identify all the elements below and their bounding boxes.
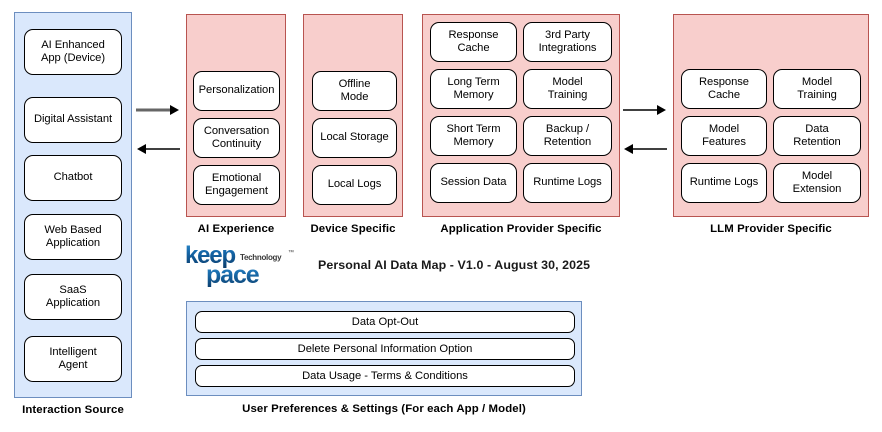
node-label: Session Data — [440, 176, 507, 189]
node-local-logs[interactable]: Local Logs — [312, 165, 397, 205]
left-forward-arrow — [136, 103, 180, 115]
pref-row-label: Data Opt-Out — [351, 316, 419, 328]
node-intelligent-agent[interactable]: Intelligent Agent — [24, 336, 122, 382]
node-label: Model Training — [547, 75, 588, 101]
node-label: Response Cache — [448, 28, 499, 54]
node-saas-application[interactable]: SaaS Application — [24, 274, 122, 320]
node-app-backup-retention[interactable]: Backup / Retention — [523, 116, 612, 156]
node-llm-model-features[interactable]: Model Features — [681, 116, 767, 156]
pref-row-label: Delete Personal Information Option — [297, 343, 473, 355]
node-label: Intelligent Agent — [49, 345, 97, 371]
node-app-runtime-logs[interactable]: Runtime Logs — [523, 163, 612, 203]
node-llm-response-cache[interactable]: Response Cache — [681, 69, 767, 109]
logo-word-keep: keep — [185, 243, 235, 269]
node-app-short-term-memory[interactable]: Short Term Memory — [430, 116, 517, 156]
node-label: AI Enhanced App (Device) — [40, 38, 106, 64]
node-ai-enhanced-app[interactable]: AI Enhanced App (Device) — [24, 29, 122, 75]
node-label: Runtime Logs — [533, 176, 602, 189]
node-local-storage[interactable]: Local Storage — [312, 118, 397, 158]
node-app-long-term-memory[interactable]: Long Term Memory — [430, 69, 517, 109]
keep-pace-technology-logo: keep pace Technology ™ — [185, 242, 300, 289]
node-web-based-application[interactable]: Web Based Application — [24, 214, 122, 260]
node-app-3rd-party-integrations[interactable]: 3rd Party Integrations — [523, 22, 612, 62]
node-label: 3rd Party Integrations — [538, 28, 597, 54]
node-label: Local Storage — [320, 131, 389, 144]
node-llm-model-training[interactable]: Model Training — [773, 69, 861, 109]
node-label: Emotional Engagement — [205, 171, 268, 197]
caption-user-preferences: User Preferences & Settings (For each Ap… — [242, 403, 526, 415]
panel-interaction-source — [14, 12, 132, 398]
node-label: Conversation Continuity — [203, 124, 270, 150]
node-personalization[interactable]: Personalization — [193, 71, 280, 111]
pref-row-delete-personal-information[interactable]: Delete Personal Information Option — [195, 338, 575, 360]
node-app-model-training[interactable]: Model Training — [523, 69, 612, 109]
node-app-session-data[interactable]: Session Data — [430, 163, 517, 203]
pref-row-data-usage-terms[interactable]: Data Usage - Terms & Conditions — [195, 365, 575, 387]
caption-llm-provider-specific: LLM Provider Specific — [710, 223, 832, 235]
node-label: Model Features — [702, 122, 746, 148]
node-conversation-continuity[interactable]: Conversation Continuity — [193, 118, 280, 158]
logo-tagline-technology: Technology — [240, 253, 282, 262]
node-llm-runtime-logs[interactable]: Runtime Logs — [681, 163, 767, 203]
node-label: Chatbot — [53, 171, 93, 184]
node-label: Runtime Logs — [689, 176, 759, 189]
pref-row-label: Data Usage - Terms & Conditions — [302, 370, 468, 382]
panel-user-preferences: Data Opt-Out Delete Personal Information… — [186, 301, 582, 396]
node-app-response-cache[interactable]: Response Cache — [430, 22, 517, 62]
right-return-arrow — [623, 142, 667, 154]
node-llm-data-retention[interactable]: Data Retention — [773, 116, 861, 156]
node-llm-model-extension[interactable]: Model Extension — [773, 163, 861, 203]
node-label: Digital Assistant — [33, 113, 113, 126]
node-chatbot[interactable]: Chatbot — [24, 155, 122, 201]
node-label: Model Training — [797, 75, 837, 101]
node-label: Response Cache — [699, 75, 749, 101]
caption-ai-experience: AI Experience — [197, 223, 275, 235]
node-label: Backup / Retention — [543, 122, 592, 148]
caption-application-provider-specific: Application Provider Specific — [440, 223, 602, 235]
node-digital-assistant[interactable]: Digital Assistant — [24, 97, 122, 143]
node-label: Web Based Application — [44, 223, 102, 249]
node-label: Offline Mode — [338, 77, 371, 103]
left-return-arrow — [136, 142, 180, 154]
pref-row-data-opt-out[interactable]: Data Opt-Out — [195, 311, 575, 333]
node-offline-mode[interactable]: Offline Mode — [312, 71, 397, 111]
node-label: Long Term Memory — [447, 75, 500, 101]
node-label: Data Retention — [793, 122, 841, 148]
node-label: Model Extension — [792, 169, 842, 195]
node-label: Local Logs — [327, 178, 382, 191]
logo-word-pace: pace — [206, 261, 260, 287]
caption-device-specific: Device Specific — [310, 223, 396, 235]
node-label: Personalization — [198, 84, 275, 97]
node-emotional-engagement[interactable]: Emotional Engagement — [193, 165, 280, 205]
page-title: Personal AI Data Map - V1.0 - August 30,… — [318, 258, 591, 272]
right-forward-arrow — [623, 103, 667, 115]
logo-trademark-icon: ™ — [288, 249, 294, 256]
node-label: Short Term Memory — [446, 122, 501, 148]
node-label: SaaS Application — [45, 283, 101, 309]
caption-interaction-source: Interaction Source — [22, 404, 124, 416]
